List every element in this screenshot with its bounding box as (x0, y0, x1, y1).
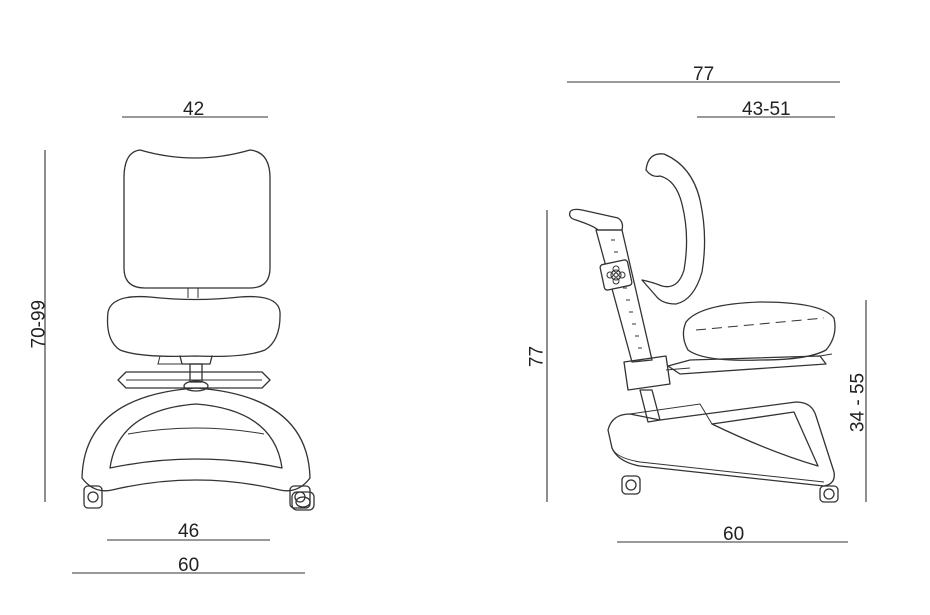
front-base-outer (81, 387, 311, 492)
front-top-width-label: 42 (183, 99, 205, 120)
side-base (607, 401, 835, 487)
side-base-inner (711, 411, 819, 467)
side-total-depth-label: 77 (693, 64, 715, 85)
side-clamp (623, 355, 671, 391)
side-column (595, 229, 653, 363)
side-rear-caster (819, 485, 839, 503)
side-seat-lever (819, 353, 833, 357)
front-seat-width-label: 46 (178, 521, 200, 542)
front-seat-lever (157, 355, 186, 365)
front-seat-bracket (179, 355, 213, 365)
side-total-height-label: 77 (526, 345, 548, 368)
side-seat-depth-label: 43-51 (742, 99, 791, 120)
side-seat (682, 301, 836, 361)
front-footrest (117, 371, 271, 389)
side-front-caster (621, 475, 641, 495)
front-seat (106, 295, 281, 358)
front-view (44, 116, 315, 574)
front-base-inner-line (127, 427, 265, 435)
front-base-width-label: 60 (178, 555, 200, 576)
front-gas-column (189, 363, 203, 383)
side-handle (568, 208, 624, 231)
side-seat-height-label: 34 - 55 (847, 372, 869, 433)
front-column-base (183, 380, 209, 392)
side-seat-plate (667, 355, 827, 375)
side-clamp-arm (665, 367, 691, 371)
side-view (546, 81, 867, 543)
front-left-caster (83, 485, 103, 509)
side-seat-stitch (695, 317, 825, 331)
front-height-label: 70-99 (28, 299, 50, 349)
front-backrest (123, 149, 271, 289)
front-center-caster (291, 491, 315, 511)
side-base-lip (611, 447, 825, 483)
side-base-plate (629, 403, 713, 425)
front-base-inner (109, 403, 283, 469)
side-base-depth-label: 60 (723, 524, 745, 545)
side-backrest (641, 153, 706, 305)
side-height-knob (599, 259, 633, 291)
